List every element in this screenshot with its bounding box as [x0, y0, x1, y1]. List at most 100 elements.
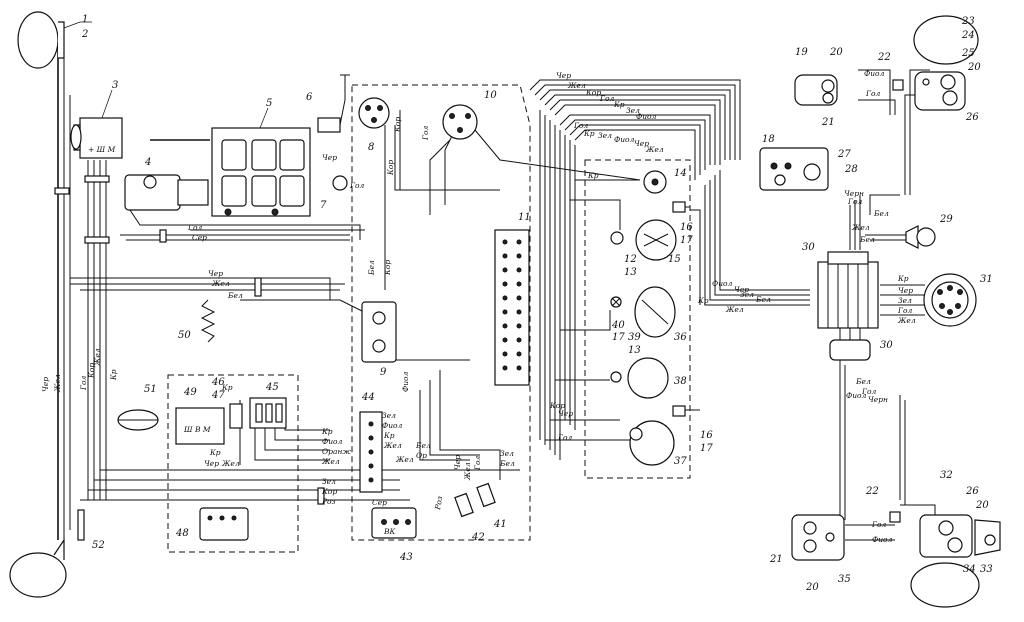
wire-label: Кор [383, 260, 392, 276]
wire-label: Гол [599, 94, 614, 103]
wire-label: Сер [192, 233, 207, 242]
mass-switch [317, 74, 350, 133]
callout-16-upper: 16 [680, 222, 693, 233]
terminal-strip-11 [494, 229, 530, 386]
callout-19: 19 [795, 47, 808, 58]
callout-41: 41 [493, 519, 507, 530]
connector-30-lower [829, 339, 871, 361]
wire-label: Жел [567, 81, 586, 90]
lamp-40 [610, 296, 622, 308]
callout-23: 23 [961, 16, 975, 27]
wire-label: Бел [367, 260, 376, 276]
sound-signal-51 [117, 409, 159, 431]
wire-label: Фиол [712, 279, 733, 288]
headlight-front-right [913, 15, 979, 65]
wire-label: Жел [463, 462, 472, 481]
wire-label: Бел [873, 209, 889, 218]
battery [211, 127, 311, 217]
wire-label: Жел [725, 305, 744, 314]
callout-13-mid: 13 [628, 345, 641, 356]
trailer-socket-31 [923, 273, 977, 327]
wire-label: Гол [865, 89, 880, 98]
wire-label: Кр [109, 369, 118, 381]
callout-21-bottom: 21 [769, 554, 783, 565]
heater-coil-50 [200, 299, 216, 343]
horn-29 [905, 225, 936, 249]
relay-22-lower [889, 511, 901, 523]
gauge-15 [635, 219, 677, 261]
wire-label: Кор [321, 487, 337, 496]
wire-label: Чер [41, 377, 50, 392]
dashed-enclosures [167, 84, 691, 553]
callout-2: 2 [81, 29, 88, 40]
switch-43: ВК [371, 507, 417, 539]
gauge-37 [629, 420, 675, 466]
rear-light-21 [791, 514, 845, 561]
wire-label: Черн [868, 395, 888, 404]
callout-6: 6 [306, 92, 313, 103]
wire-label: Ор [416, 451, 427, 460]
central-switch-8 [358, 97, 390, 129]
wire-label: Бел [859, 235, 875, 244]
junction-box-30 [817, 251, 879, 329]
callout-20-bottom-right: 20 [975, 500, 989, 511]
callout-9: 9 [380, 367, 387, 378]
wire-label: Чер [204, 459, 219, 468]
wire-label: Кр [209, 448, 221, 457]
warning-lamp-12 [610, 231, 624, 245]
headlight-front-left [17, 11, 65, 69]
wire-label: Жел [321, 457, 340, 466]
terminal-strip-44 [359, 411, 383, 493]
wire-label: Гол [557, 433, 572, 442]
wire-label: Гол [847, 197, 862, 206]
wire-label: Фиол [846, 391, 867, 400]
callout-18: 18 [762, 134, 775, 145]
callout-29: 29 [939, 214, 953, 225]
wire-label: Бел [755, 295, 771, 304]
callout-45: 45 [265, 382, 279, 393]
wire-label: Зел [322, 477, 336, 486]
wire-label: Жел [645, 145, 664, 154]
rear-light-bottom-right [910, 562, 980, 608]
wire-label: Кр [383, 431, 395, 440]
fuse-box-45 [249, 397, 287, 429]
callout-46: 46 [211, 377, 225, 388]
wire-label: Кор [386, 160, 395, 176]
callout-28: 28 [844, 164, 858, 175]
callout-52: 52 [92, 540, 105, 551]
wire-label: Черн [844, 189, 864, 198]
callout-31: 31 [980, 274, 993, 285]
callout-30-lower: 30 [880, 340, 893, 351]
wire-label: Жел [897, 316, 916, 325]
wire-label: Сер [372, 498, 387, 507]
wire-label: Фиол [401, 371, 410, 392]
wire-label: Зел [598, 131, 612, 140]
callout-5: 5 [266, 98, 272, 109]
callout-25: 25 [961, 48, 975, 59]
wire-label: Бел [415, 441, 431, 450]
wire-label: Зел [626, 106, 640, 115]
callout-33: 33 [980, 564, 993, 575]
wire-label: Фиол [636, 112, 657, 121]
side-light-25 [914, 71, 966, 111]
regulator-marks: Ш В М [183, 425, 211, 434]
light-switch-10 [442, 104, 478, 140]
callout-13: 13 [624, 267, 637, 278]
wire-label: Бел [855, 377, 871, 386]
callout-43: 43 [399, 552, 413, 563]
callout-20-bottom: 20 [805, 582, 819, 593]
voltage-regulator-49: Ш В М [175, 407, 225, 445]
callout-39: 39 [628, 332, 641, 343]
callout-8: 8 [368, 142, 374, 153]
wire-label: Роз [433, 495, 444, 511]
callout-48: 48 [175, 528, 189, 539]
wire-label: Чер [322, 153, 337, 162]
wire-label: Оранж [322, 447, 351, 456]
connector-18 [759, 147, 829, 191]
switch-43-marks: ВК [383, 527, 396, 536]
wire-label: Жел [53, 374, 62, 393]
callout-15: 15 [668, 254, 681, 265]
wire-label: Роз [321, 497, 336, 506]
wire-label: Зел [382, 411, 396, 420]
